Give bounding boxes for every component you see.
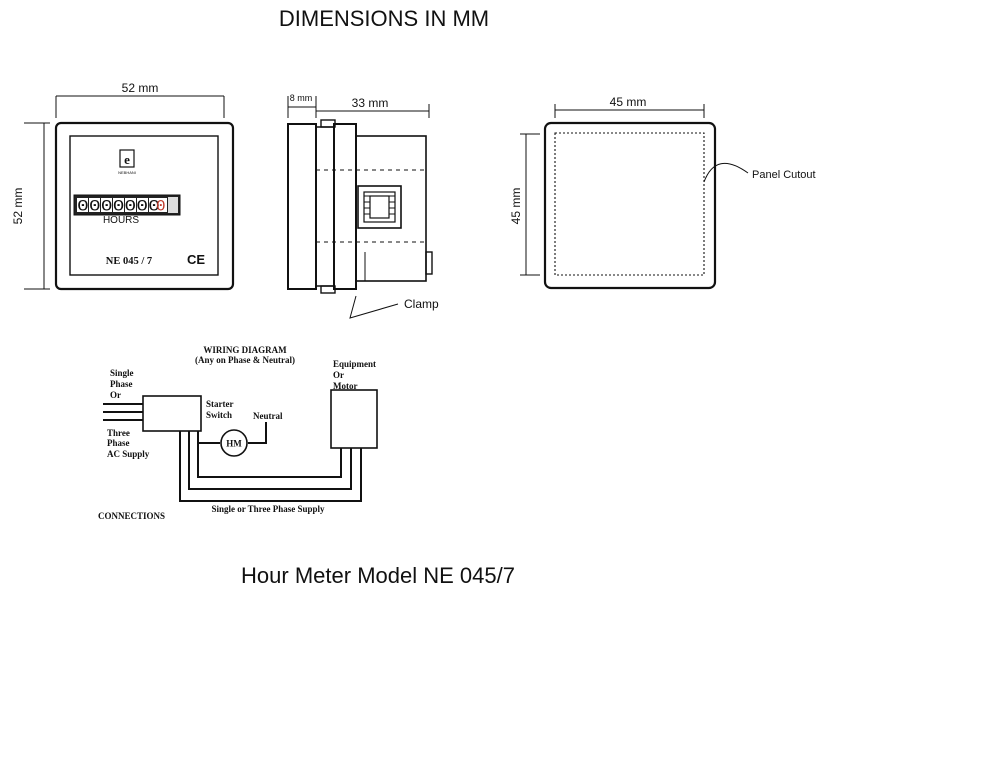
side-small-depth-label: 8 mm xyxy=(290,93,313,103)
cutout-view xyxy=(520,104,749,290)
equipment-label: Equipment Or Motor xyxy=(333,359,376,391)
wiring-subtitle: (Any on Phase & Neutral) xyxy=(195,355,295,365)
svg-text:Or: Or xyxy=(333,370,344,380)
svg-text:AC Supply: AC Supply xyxy=(107,449,150,459)
caption: Hour Meter Model NE 045/7 xyxy=(241,563,515,588)
hour-meter-icon xyxy=(220,429,248,457)
hm-label: HM xyxy=(226,439,242,449)
svg-text:Motor: Motor xyxy=(333,381,358,391)
starter-switch-label: Starter Switch xyxy=(206,399,233,420)
svg-text:Or: Or xyxy=(110,390,121,400)
wiring-title: WIRING DIAGRAM xyxy=(203,345,287,355)
side-depth-label: 33 mm xyxy=(352,96,389,110)
front-height-label: 52 mm xyxy=(11,188,25,225)
front-width-label: 52 mm xyxy=(122,81,159,95)
counter-value: 0000000 xyxy=(77,198,160,216)
page-title: DIMENSIONS IN MM xyxy=(279,6,489,31)
clamp-label: Clamp xyxy=(404,297,439,311)
svg-text:Phase: Phase xyxy=(110,379,133,389)
model-label: NE 045 / 7 xyxy=(106,256,152,267)
panel-cutout-label: Panel Cutout xyxy=(752,169,816,181)
logo-icon xyxy=(119,149,135,168)
counter-digits xyxy=(77,198,167,212)
svg-text:Three: Three xyxy=(107,428,130,438)
side-view xyxy=(287,96,433,319)
hours-label: HOURS xyxy=(103,215,139,226)
svg-text:Single: Single xyxy=(110,368,134,378)
bus-label: Single or Three Phase Supply xyxy=(211,504,325,514)
cutout-width-label: 45 mm xyxy=(610,95,647,109)
counter-decimal: 0 xyxy=(156,198,166,216)
wiring-lines xyxy=(103,389,378,502)
svg-text:Starter: Starter xyxy=(206,399,233,409)
svg-text:Phase: Phase xyxy=(107,438,130,448)
logo-letter: e xyxy=(124,152,130,167)
neutral-label: Neutral xyxy=(253,411,283,421)
logo-caption: NEBHANI xyxy=(118,170,136,175)
ce-mark-icon: CE xyxy=(187,252,205,267)
supply-label: Single Phase Or Three Phase AC Supply xyxy=(107,368,150,459)
svg-text:Switch: Switch xyxy=(206,410,232,420)
cutout-height-label: 45 mm xyxy=(509,188,523,225)
connections-label: CONNECTIONS xyxy=(98,511,165,521)
svg-text:Equipment: Equipment xyxy=(333,359,376,369)
